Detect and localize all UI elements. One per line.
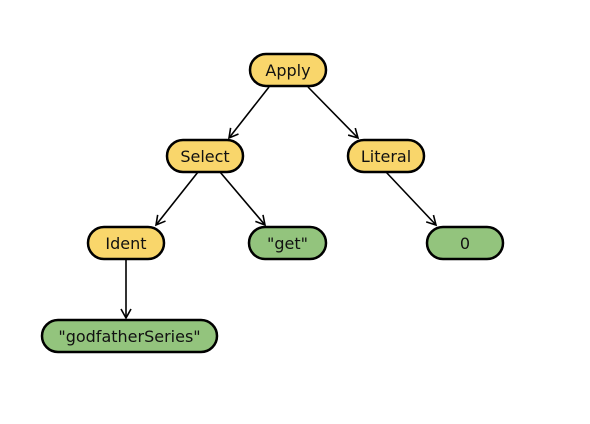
node-get-label: "get" xyxy=(267,234,308,253)
edge-apply-literal xyxy=(307,86,360,140)
node-apply-label: Apply xyxy=(265,61,310,80)
node-godfather-shape xyxy=(40,318,219,354)
node-apply-shape xyxy=(248,52,328,88)
edge-select-get xyxy=(219,171,267,227)
node-zero-shape xyxy=(425,225,505,261)
node-literal: Literal xyxy=(346,138,426,174)
node-apply: Apply xyxy=(248,52,328,88)
node-literal-shape xyxy=(346,138,426,174)
node-select-shape xyxy=(165,138,245,174)
node-godfather-label: "godfatherSeries" xyxy=(58,327,200,346)
node-zero-label: 0 xyxy=(460,234,470,253)
edges xyxy=(120,86,438,320)
edge-select-ident xyxy=(154,171,199,227)
node-select: Select xyxy=(165,138,245,174)
node-godfather: "godfatherSeries" xyxy=(40,318,219,354)
node-ident: Ident xyxy=(86,225,166,261)
node-ident-label: Ident xyxy=(105,234,146,253)
edge-literal-zero xyxy=(385,171,438,227)
edge-apply-select xyxy=(227,86,270,140)
node-select-label: Select xyxy=(180,147,229,166)
node-ident-shape xyxy=(86,225,166,261)
node-literal-label: Literal xyxy=(361,147,411,166)
node-zero: 0 xyxy=(425,225,505,261)
node-get-shape xyxy=(247,225,328,261)
node-get: "get" xyxy=(247,225,328,261)
